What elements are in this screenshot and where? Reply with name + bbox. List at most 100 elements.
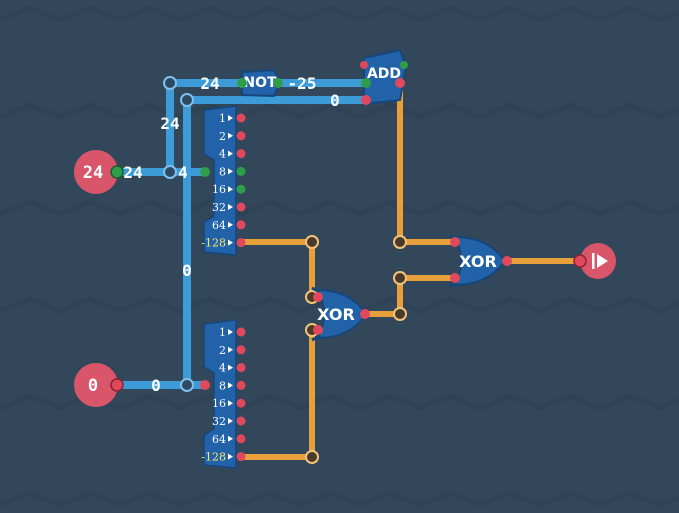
splitter-top-bit-label: 64: [212, 219, 226, 232]
splitter-bottom-bit-label: -128: [201, 451, 226, 464]
splitter-top-bit-label: 1: [219, 112, 226, 125]
input-pin[interactable]: [110, 165, 124, 179]
wire-label-input-24: 24: [123, 163, 142, 182]
gate-pin[interactable]: [400, 61, 408, 69]
arrow-right-icon: [228, 364, 233, 371]
output-node[interactable]: [573, 243, 616, 279]
splitter-top-bit-pin[interactable]: [236, 113, 246, 123]
gate-pin[interactable]: [237, 78, 247, 88]
splitter-top-bit-pin[interactable]: [236, 202, 246, 212]
not-gate-label: NOT: [243, 75, 277, 91]
wire-xor-out[interactable]: [362, 275, 458, 317]
gate-pin[interactable]: [360, 61, 368, 69]
xor-gate-mid[interactable]: XOR: [311, 286, 370, 342]
junction: [180, 93, 194, 107]
splitter-input-pin[interactable]: [200, 167, 210, 177]
gate-pin[interactable]: [361, 95, 371, 105]
wire-label-mid-0: 0: [182, 261, 192, 280]
junctions: [163, 76, 407, 464]
gate-pin[interactable]: [395, 78, 405, 88]
input-pin[interactable]: [110, 378, 124, 392]
input-0-value: 0: [88, 376, 98, 396]
splitter-bottom-bit-label: 2: [219, 344, 226, 357]
gate-pin[interactable]: [313, 292, 323, 302]
wire-label-top-24: 24: [200, 74, 219, 93]
gate-pin[interactable]: [450, 273, 460, 283]
arrow-right-icon: [228, 115, 233, 121]
wire-label-zero-top: 0: [330, 91, 340, 110]
splitter-top-bit-pin[interactable]: [236, 238, 246, 248]
splitter-bottom-bit-label: 4: [219, 362, 226, 375]
splitter-top-bit-label: 32: [212, 201, 226, 214]
splitter-top-bit-pin[interactable]: [236, 184, 246, 194]
splitter-bottom-bit-pin[interactable]: [236, 452, 246, 462]
splitter-input-pin[interactable]: [200, 380, 210, 390]
gate-pin[interactable]: [450, 237, 460, 247]
splitter-bottom-bit-pin[interactable]: [236, 434, 246, 444]
input-node-body[interactable]: [74, 150, 118, 194]
output-pin[interactable]: [573, 254, 587, 268]
splitter-top-bit-label: 16: [212, 183, 226, 196]
arrow-right-icon: [228, 329, 233, 335]
add-gate-label: ADD: [367, 66, 401, 82]
arrow-right-icon: [228, 221, 233, 228]
arrow-right-icon: [228, 346, 233, 353]
arrow-right-icon: [228, 435, 233, 442]
add-gate[interactable]: ADD: [360, 48, 408, 106]
arrow-right-icon: [228, 168, 233, 175]
arrow-right-icon: [228, 132, 233, 139]
gate-pin[interactable]: [313, 325, 323, 335]
splitter-bottom-bit-label: 8: [219, 379, 226, 392]
xor-gate-out[interactable]: XOR: [448, 234, 512, 288]
splitter-bottom-bit-pin[interactable]: [236, 380, 246, 390]
input-24[interactable]: 24: [74, 150, 124, 194]
splitter-bottom-bit-label: 64: [212, 433, 226, 446]
input-node-body[interactable]: [74, 363, 118, 407]
splitter-top-bit-pin[interactable]: [236, 149, 246, 159]
junction: [393, 235, 407, 249]
splitter-top-bit-pin[interactable]: [236, 131, 246, 141]
xor-out-label: XOR: [459, 252, 497, 271]
splitter-bottom-bit-pin[interactable]: [236, 345, 246, 355]
wire-label-input-0: 0: [151, 376, 161, 395]
junction: [163, 76, 177, 90]
arrow-right-icon: [228, 400, 233, 407]
junction: [393, 307, 407, 321]
splitter-top-bit-label: 4: [219, 148, 226, 161]
splitter-top-bit-pin[interactable]: [236, 166, 246, 176]
splitter-bottom-bit-pin[interactable]: [236, 327, 246, 337]
gate-pin[interactable]: [273, 78, 283, 88]
gate-pin[interactable]: [360, 309, 370, 319]
arrow-right-icon: [228, 453, 233, 460]
junction: [305, 235, 319, 249]
splitter-bottom-bit-pin[interactable]: [236, 363, 246, 373]
splitter-top-bit-label: -128: [201, 237, 226, 250]
splitter-bottom-bit-label: 16: [212, 397, 226, 410]
splitter-top-bit-label: 8: [219, 165, 226, 178]
splitter-bottom-bit-pin[interactable]: [236, 398, 246, 408]
input-24-value: 24: [83, 163, 103, 183]
splitter-bottom-bit-pin[interactable]: [236, 416, 246, 426]
arrow-right-icon: [228, 239, 233, 246]
junction: [163, 165, 177, 179]
gate-pin[interactable]: [361, 78, 371, 88]
wire-label-not-out: -25: [288, 74, 317, 93]
junction: [393, 271, 407, 285]
input-0[interactable]: 0: [74, 363, 124, 407]
gate-pin[interactable]: [502, 256, 512, 266]
splitter-top-bit-pin[interactable]: [236, 220, 246, 230]
arrow-right-icon: [228, 204, 233, 210]
arrow-right-icon: [228, 150, 233, 157]
xor-mid-label: XOR: [317, 305, 355, 324]
wire-label-left-24: 24: [160, 114, 179, 133]
arrow-right-icon: [228, 186, 233, 193]
arrow-right-icon: [228, 382, 233, 389]
arrow-right-icon: [228, 418, 233, 424]
splitter-bottom-bit-label: 1: [219, 326, 226, 339]
not-gate[interactable]: NOT: [237, 68, 283, 98]
